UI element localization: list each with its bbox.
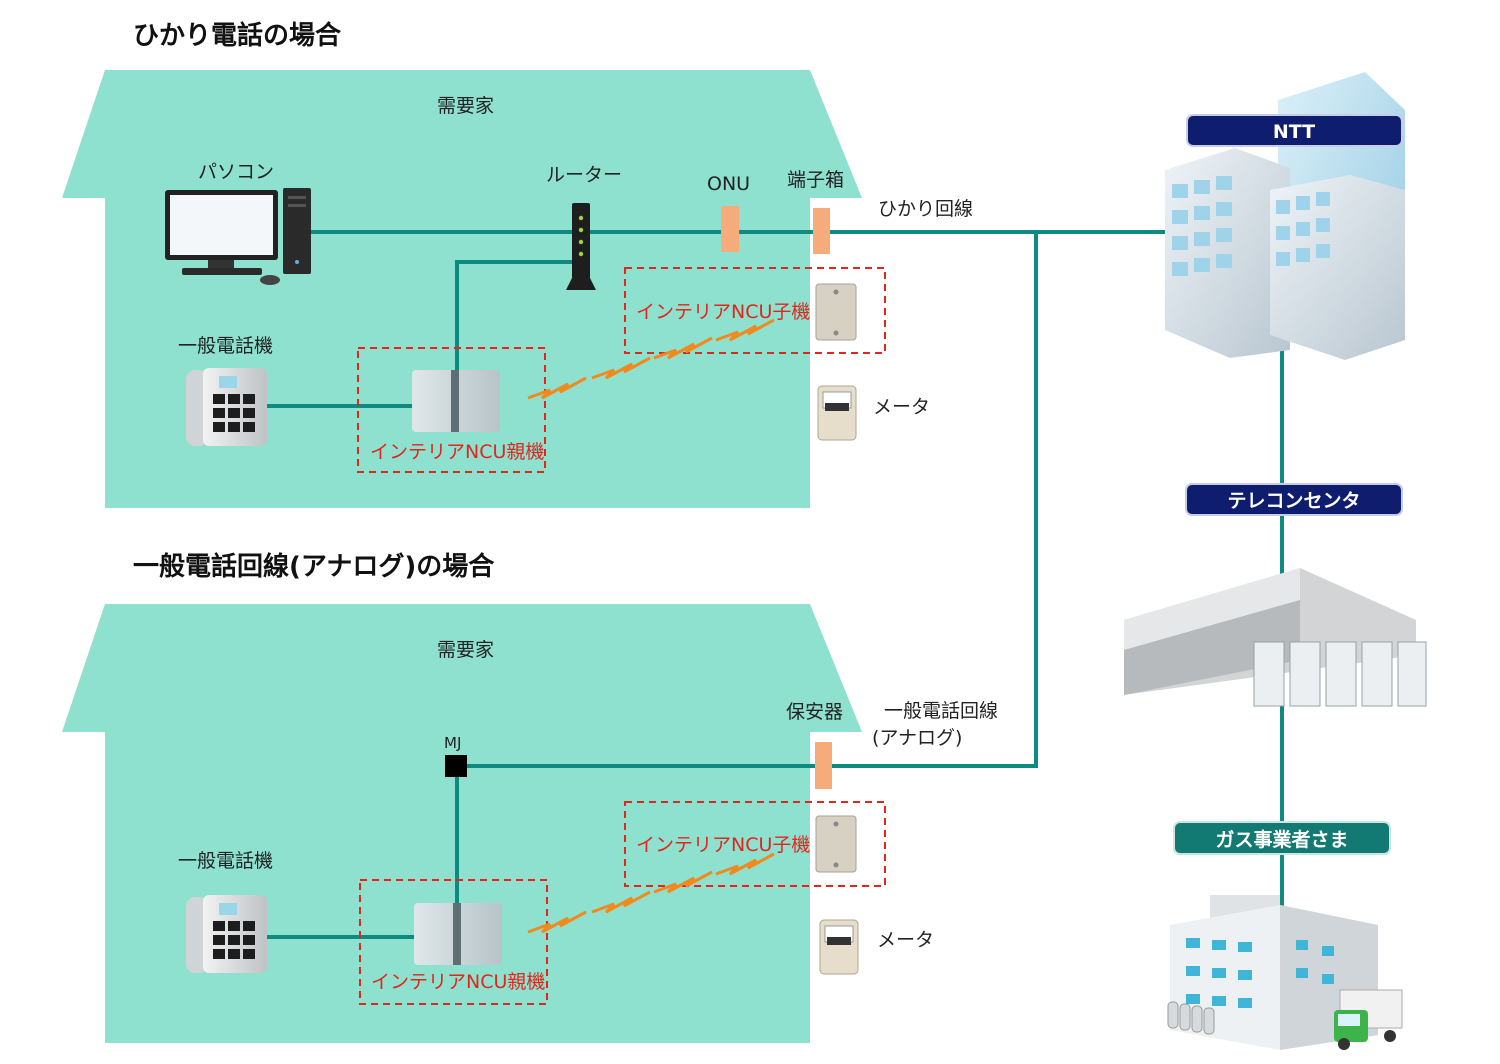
ncu-child-2-label: インテリアNCU子機 [636,834,810,856]
section1-title: ひかり電話の場合 [133,20,342,51]
ncu-child-device-icon [815,815,857,873]
hikari-line-label: ひかり回線 [878,198,973,220]
gas-company-badge: ガス事業者さま [1173,821,1391,855]
gas-meter-icon [819,919,859,975]
ncu-child-1-box [624,267,886,354]
protector-label: 保安器 [786,701,843,723]
ncu-parent-device-icon [414,903,502,965]
meter-1-label: メータ [873,396,930,418]
mj-label: MJ [444,734,461,752]
router-label: ルーター [546,164,622,186]
house-1-label: 需要家 [437,95,494,117]
ncu-parent-device-icon [412,370,500,432]
ntt-badge: NTT [1186,114,1403,147]
lines-2 [265,764,1036,939]
desktop-computer-icon [165,188,311,285]
router-icon [566,203,596,290]
ncu-child-device-icon [815,283,857,341]
phone-1-label: 一般電話機 [178,335,273,357]
ncu-parent-2-label: インテリアNCU親機 [371,971,545,993]
telecon-label: テレコンセンタ [1227,490,1360,512]
meter-2-label: メータ [877,929,934,951]
protector-connector [815,742,832,789]
terminal-box-connector [813,208,830,254]
terminal-box-label: 端子箱 [787,169,844,191]
onu-label: ONU [707,173,750,195]
mj-jack [445,755,467,777]
ncu-child-1-label: インテリアNCU子機 [636,301,810,323]
gas-label: ガス事業者さま [1215,828,1348,851]
telephone-icon [186,368,267,446]
house-2-label: 需要家 [437,639,494,661]
telephone-icon [186,895,267,973]
phone-2-label: 一般電話機 [178,850,273,872]
gas-meter-icon [817,385,857,441]
pc-label: パソコン [198,161,274,183]
ncu-child-2-box [624,801,886,887]
analog-line-label-2: (アナログ) [872,727,962,749]
ncu-parent-1-label: インテリアNCU親機 [370,441,544,463]
data-center-icon [1124,568,1427,707]
onu-connector [721,206,739,252]
section2-title: 一般電話回線(アナログ)の場合 [133,551,495,582]
analog-line-label-1: 一般電話回線 [884,700,998,722]
ntt-label: NTT [1273,121,1315,143]
gas-company-building-icon [1167,895,1403,1050]
telecon-badge: テレコンセンタ [1185,483,1403,516]
